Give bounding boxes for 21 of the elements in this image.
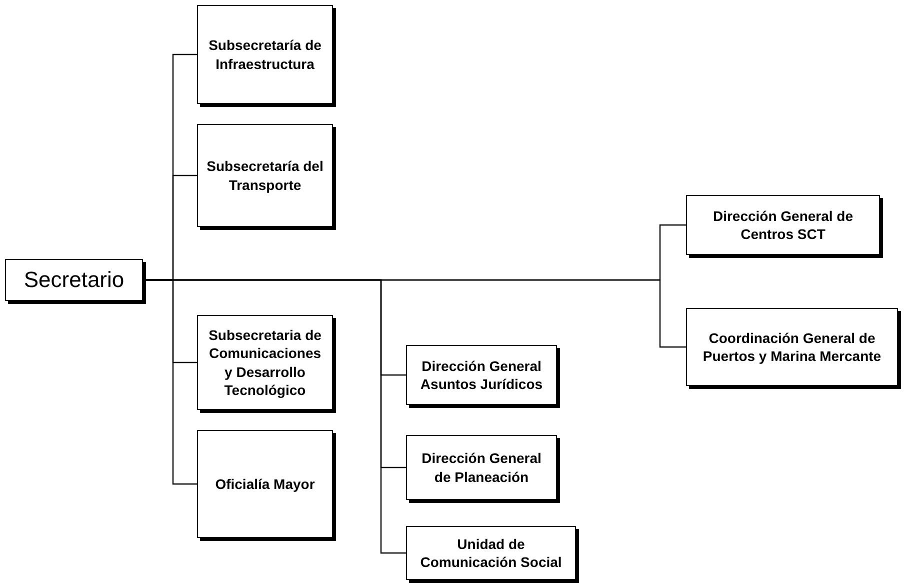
unit-name: Subsecretaria de Comunicaciones y Desarrollo Tecnológico (208, 326, 322, 399)
org-unit-box (197, 124, 333, 227)
unit-name: Dirección General de Centros SCT (712, 206, 854, 244)
org-unit-box (197, 430, 333, 538)
unit-name: Unidad de Comunicación Social (419, 534, 563, 572)
unit-name: Subsecretaría del Transporte (206, 157, 324, 194)
root-box (5, 259, 143, 301)
unit-name: Dirección General Asuntos Jurídicos (419, 356, 544, 394)
unit-name: Dirección General de Planeación (420, 449, 542, 486)
org-unit-box (197, 315, 333, 410)
org-unit-box (406, 435, 557, 500)
unit-name: Coordinación General de Puertos y Marina Mercante (702, 328, 882, 366)
connector-line (143, 279, 686, 348)
unit-name: Oficialía Mayor (215, 474, 315, 494)
org-unit-box (406, 345, 557, 405)
org-unit-box (686, 308, 898, 386)
org-unit-box (686, 195, 880, 255)
org-unit-box (406, 526, 576, 580)
unit-name: Subsecretaría de Infraestructura (208, 36, 322, 73)
unit-name: Secretario (24, 266, 124, 294)
org-unit-box (197, 5, 333, 104)
